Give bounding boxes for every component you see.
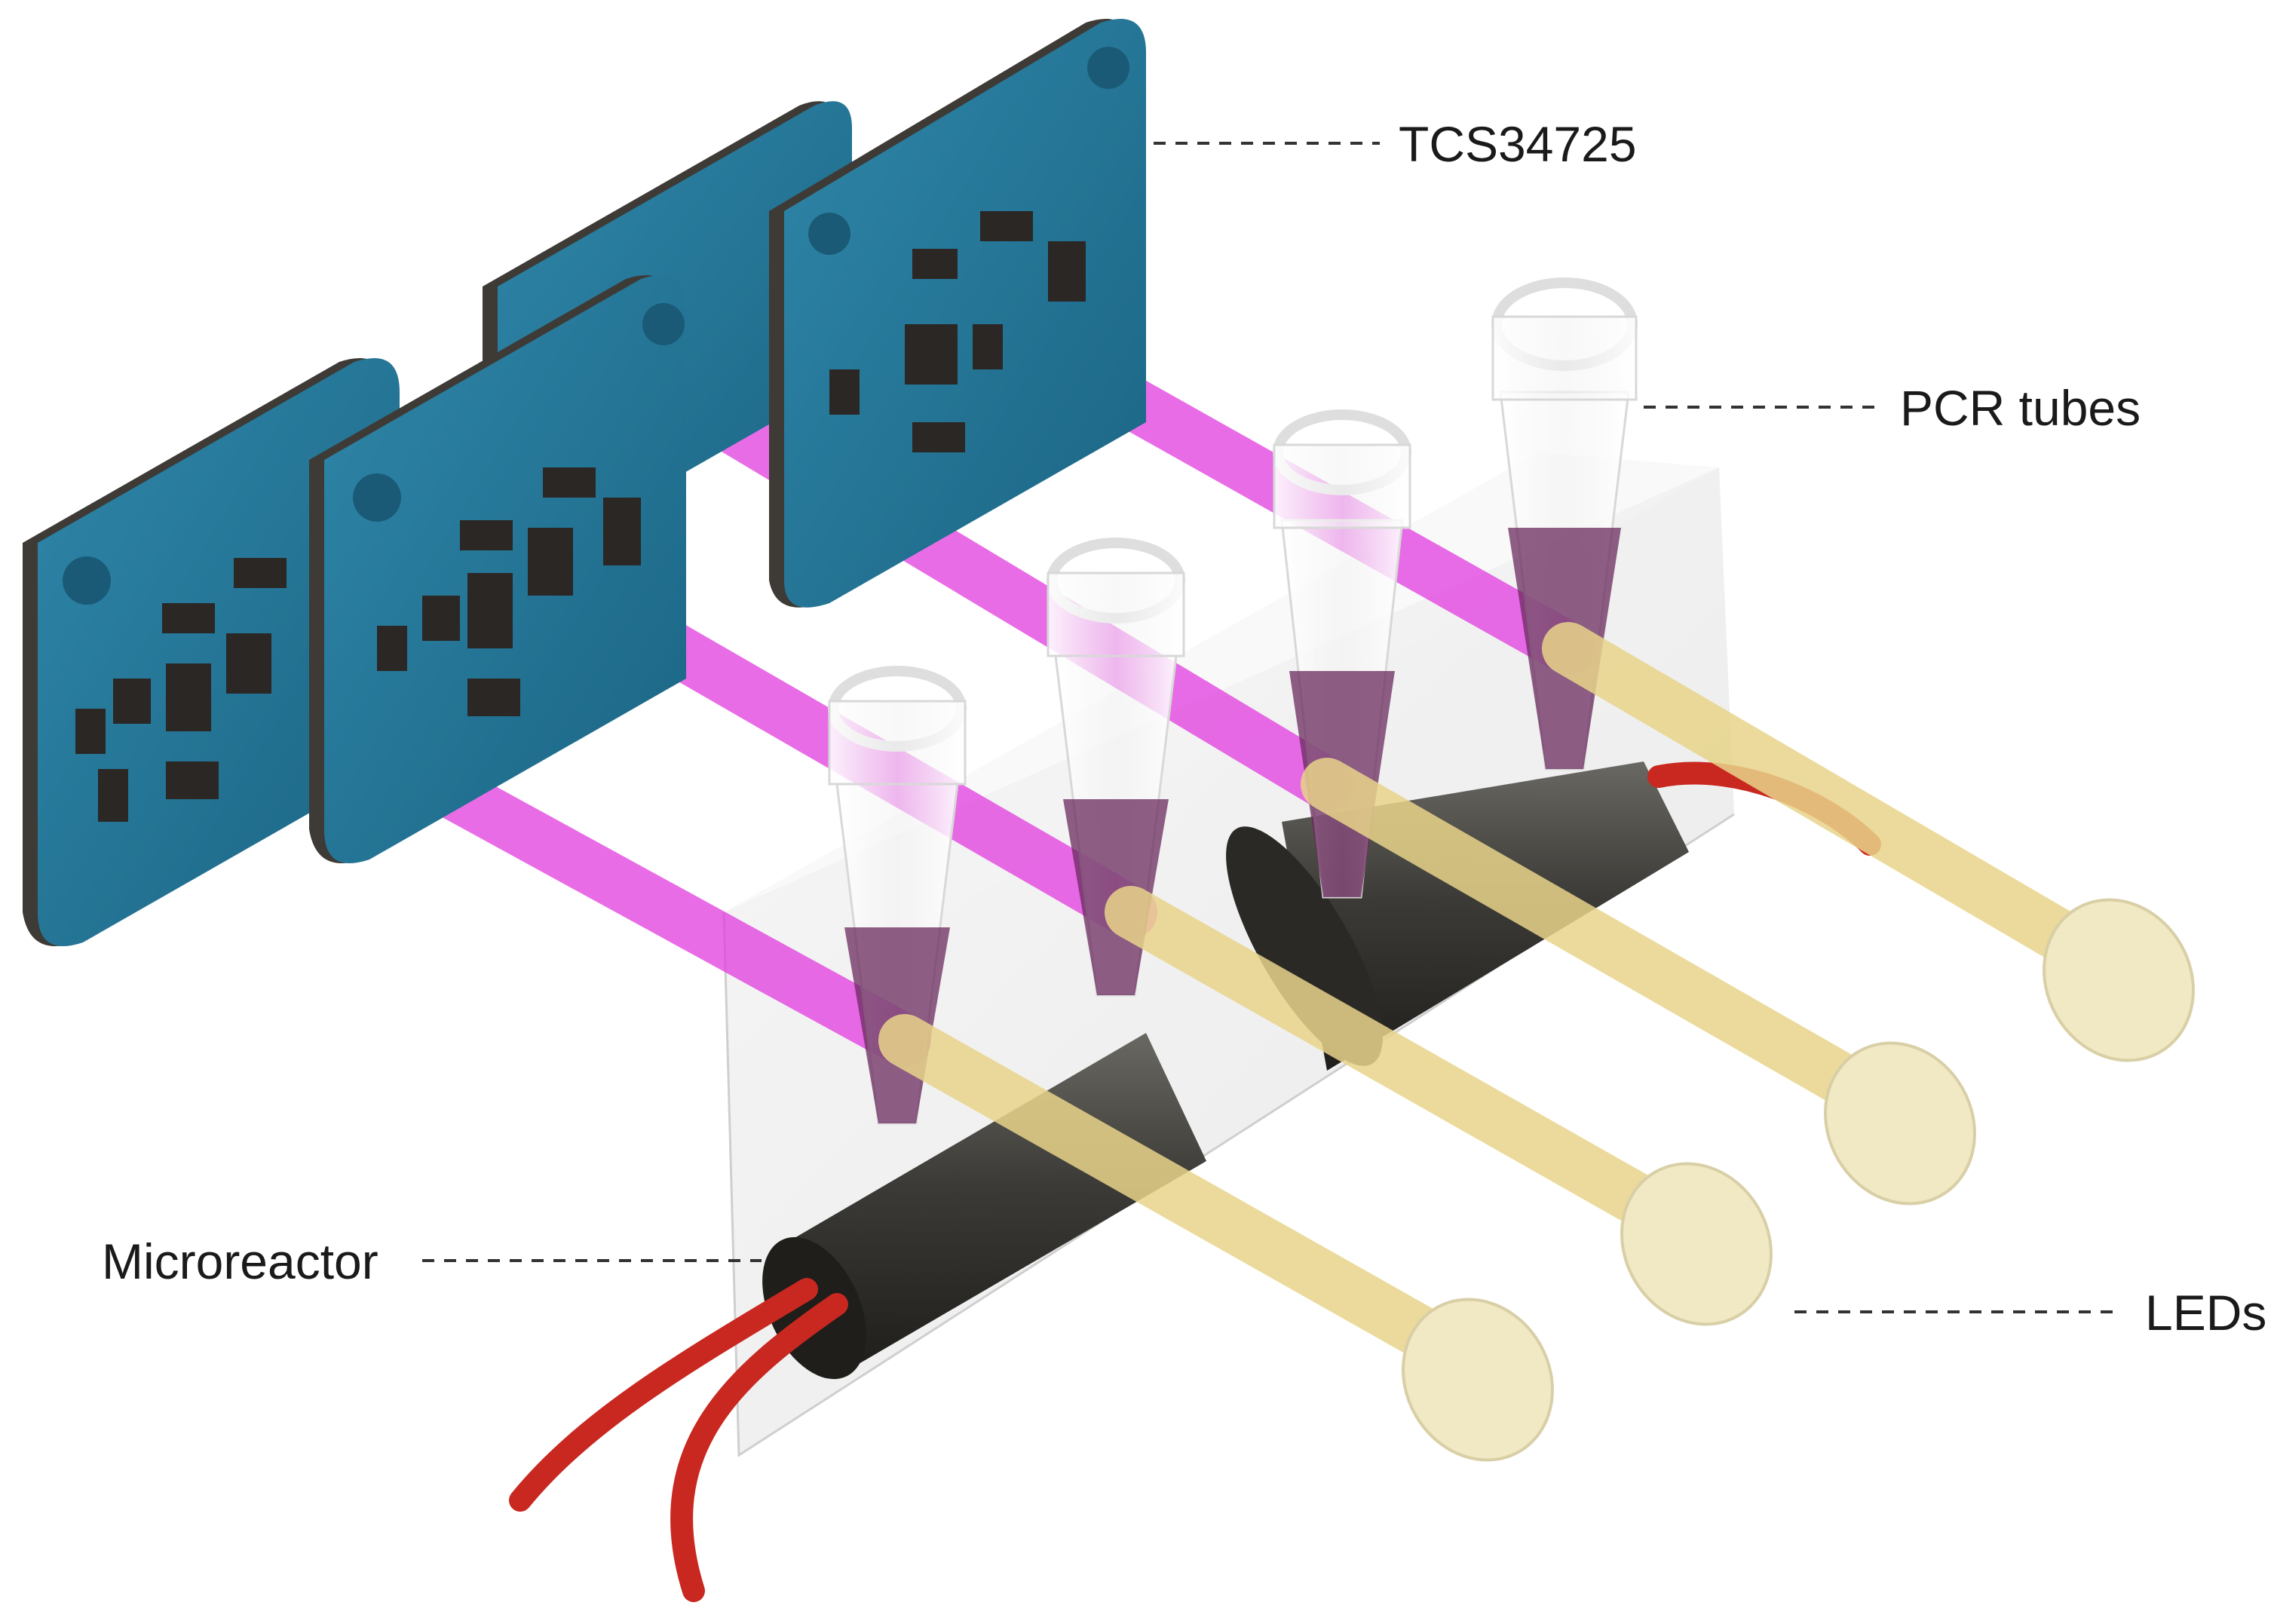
callouts: TCS34725 PCR tubes Microreactor LEDs (102, 116, 2266, 1341)
pcr-tube-icon (828, 277, 1638, 1125)
led-icon (878, 622, 2195, 1462)
led-2 (1105, 886, 1773, 1326)
label-sensor: TCS34725 (1399, 116, 1637, 172)
sensor-board-2 (309, 275, 686, 863)
led-3 (1301, 758, 1976, 1206)
led-1 (878, 1014, 1554, 1462)
label-tubes: PCR tubes (1900, 380, 2141, 436)
sensor-board-4 (769, 19, 1146, 608)
led-4 (1542, 622, 2195, 1062)
label-reactor: Microreactor (102, 1233, 378, 1289)
sensor-board-icon (23, 19, 1146, 946)
pcr-tube-3 (1273, 409, 1411, 899)
label-leds: LEDs (2145, 1285, 2266, 1341)
